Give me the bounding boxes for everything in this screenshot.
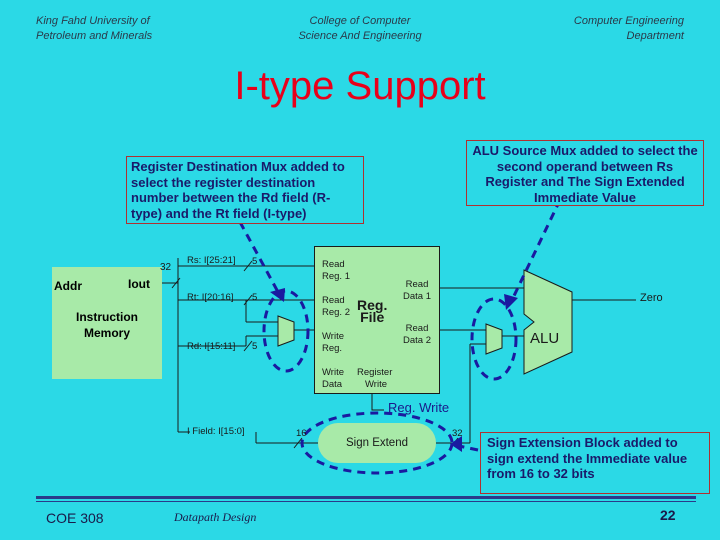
header-college-line2: Science And Engineering <box>298 30 422 42</box>
rt-field-label: Rt: I[20:16] <box>187 292 234 303</box>
footer-subject: Datapath Design <box>174 510 257 524</box>
imem-name-line2: Memory <box>83 326 130 340</box>
header-department: Computer Engineering Department <box>574 14 684 44</box>
rd-field-label: Rd: I[15:11] <box>187 341 236 352</box>
slide-title: I-type Support <box>234 64 486 108</box>
imem-addr-port: Addr <box>54 279 82 293</box>
header-college-line1: College of Computer <box>309 15 411 27</box>
read-data1-line1: Read <box>405 279 429 290</box>
header-college: College of Computer Science And Engineer… <box>240 14 480 44</box>
alu-src-callout-arrow <box>510 199 562 301</box>
reg-write-wire <box>371 392 384 411</box>
bus-slash-rd <box>243 340 253 352</box>
header-department-line1: Computer Engineering <box>573 15 684 27</box>
sign-ext-arrowhead <box>450 436 462 452</box>
bus-slash-32 <box>171 277 181 289</box>
alu-zero-label: Zero <box>640 292 663 304</box>
read-data2-line1: Read <box>405 323 429 334</box>
read-reg2-line2: Reg. 2 <box>322 307 350 318</box>
read-data2-port: Read Data 2 <box>403 323 431 347</box>
read-reg1-line2: Reg. 1 <box>322 271 350 282</box>
header-department-line2: Department <box>626 30 684 42</box>
alu-src-mux-callout: ALU Source Mux added to select the secon… <box>466 140 704 206</box>
reg-file-name-line1: Reg. <box>357 297 388 313</box>
reg-dest-arrowhead <box>270 288 285 302</box>
write-reg-port: Write Reg. <box>322 331 344 355</box>
reg-dest-mux-highlight <box>262 289 310 373</box>
read-data1-line2: Data 1 <box>403 291 431 302</box>
ext-width-label: 32 <box>452 428 463 439</box>
rs-field-label: Rs: I[25:21] <box>187 255 236 266</box>
read-data2-line2: Data 2 <box>403 335 431 346</box>
imem-name: Instruction Memory <box>52 309 162 341</box>
sign-extend-label: Sign Extend <box>345 437 408 449</box>
sign-extend-block: Sign Extend <box>318 423 436 463</box>
header-university-line2: Petroleum and Minerals <box>36 30 153 42</box>
read-reg1-port: Read Reg. 1 <box>322 259 350 283</box>
bus-slash-rs <box>243 260 253 272</box>
rd-bits-label: 5 <box>252 341 258 352</box>
read-data1-port: Read Data 1 <box>403 279 431 303</box>
rs-bits-label: 5 <box>252 256 258 267</box>
bus-slash-rt <box>243 294 253 306</box>
write-reg-line1: Write <box>322 331 344 342</box>
register-write-line2: Write <box>365 379 387 390</box>
write-data-port: Write Data <box>322 367 344 391</box>
write-data-line2: Data <box>322 379 343 390</box>
reg-file-name-line2: File <box>360 309 385 325</box>
register-write-line1: Register <box>357 367 393 378</box>
reg-dest-mux <box>277 315 295 347</box>
imm-field-label: I Field: I[15:0] <box>187 426 245 437</box>
read-reg1-line1: Read <box>322 259 345 270</box>
course-code: COE 308 <box>46 510 104 526</box>
write-reg-line2: Reg. <box>322 343 343 354</box>
alu-src-arrowhead <box>504 294 518 310</box>
reg-write-signal: Reg. Write <box>388 400 450 415</box>
imem-name-line1: Instruction <box>76 310 138 324</box>
register-file: Read Reg. 1 Read Reg. 2 Write Reg. Write… <box>314 246 440 394</box>
alu-block <box>523 269 573 375</box>
reg-file-name: Reg. File <box>357 297 388 325</box>
alu-src-mux-highlight <box>470 297 518 381</box>
read-reg2-line1: Read <box>322 295 345 306</box>
register-write-port: Register Write <box>357 367 392 391</box>
alu-src-mux <box>485 323 503 355</box>
footer-rule-thin <box>36 501 696 502</box>
instruction-memory: Addr Iout Instruction Memory <box>52 267 162 379</box>
imem-iout-port: Iout <box>128 277 150 291</box>
page-number: 22 <box>660 507 676 523</box>
reg-dest-callout-arrow <box>238 221 280 293</box>
rt-bits-label: 5 <box>252 292 258 303</box>
bus-slash-16 <box>293 437 303 449</box>
read-reg2-port: Read Reg. 2 <box>322 295 350 319</box>
bus-width-label: 32 <box>160 262 172 273</box>
sign-extend-callout: Sign Extension Block added to sign exten… <box>480 432 710 494</box>
imm-width-label: 16 <box>296 428 307 439</box>
alu-label: ALU <box>530 330 560 347</box>
reg-dest-mux-callout: Register Destination Mux added to select… <box>126 156 364 224</box>
footer-rule <box>36 496 696 499</box>
write-data-line1: Write <box>322 367 344 378</box>
header-university-line1: King Fahd University of <box>36 15 150 27</box>
header-university: King Fahd University of Petroleum and Mi… <box>36 14 152 44</box>
